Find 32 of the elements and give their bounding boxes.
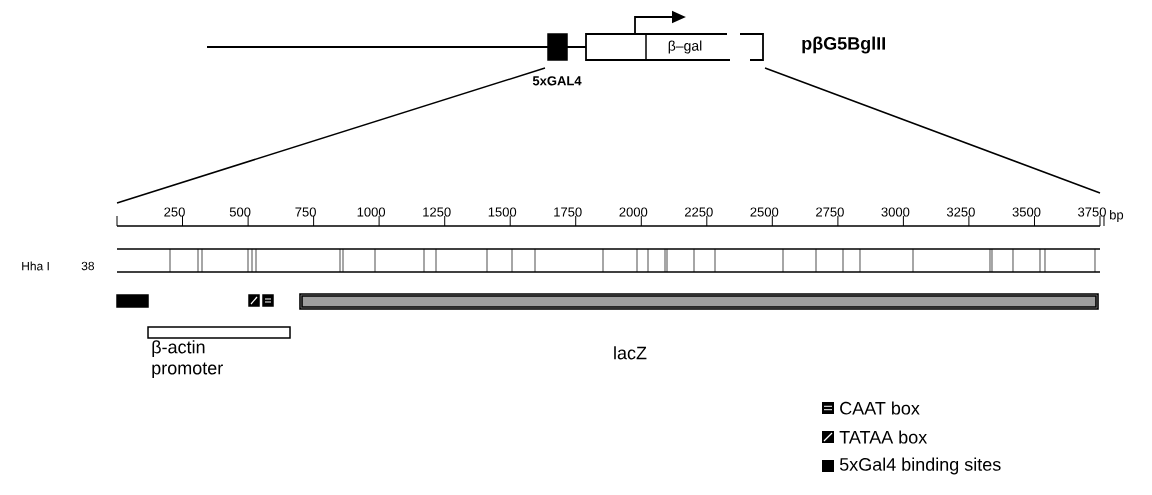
tick-label: 2500	[750, 207, 779, 217]
lacz-bar	[299, 293, 1099, 310]
tick-label: 250	[164, 207, 185, 217]
legend-text: CAAT box	[840, 401, 920, 415]
gene-box: β–gal	[585, 33, 731, 61]
tick-label: 2000	[619, 207, 648, 217]
tick-label: 1250	[423, 207, 451, 217]
feature-label: lacZ	[614, 346, 647, 360]
tick-label: 1000	[357, 207, 386, 217]
binding-site-box	[547, 33, 568, 61]
tick-label: 750	[295, 207, 316, 217]
tick-label: 2750	[816, 207, 844, 217]
legend-text: TATAA box	[839, 430, 928, 444]
caat-box-symbol	[262, 294, 274, 307]
tick-label: 1750	[554, 207, 582, 217]
tick-label: 1500	[488, 207, 517, 217]
promoter-box	[147, 326, 291, 339]
feature-label: β-actin promoter	[152, 340, 223, 378]
tick-label: 500	[229, 207, 251, 217]
tataa-box-symbol	[248, 294, 260, 307]
cut-count: 38	[81, 261, 95, 271]
feature-label: 5xGAL4	[532, 76, 582, 86]
enzyme-label: Hha I	[22, 261, 49, 271]
unit-label: bp	[1110, 209, 1124, 223]
tick-label: 2250	[685, 207, 713, 217]
tick-label: 3500	[1012, 207, 1041, 217]
tick-label: 3750	[1078, 207, 1106, 217]
tick-label: 3250	[946, 207, 975, 217]
tick-label: 3000	[881, 207, 910, 217]
plasmid-name: pβG5BglII	[802, 36, 885, 54]
binding-site-box	[116, 294, 149, 308]
legend-text: 5xGal4 binding sites	[839, 457, 1001, 475]
